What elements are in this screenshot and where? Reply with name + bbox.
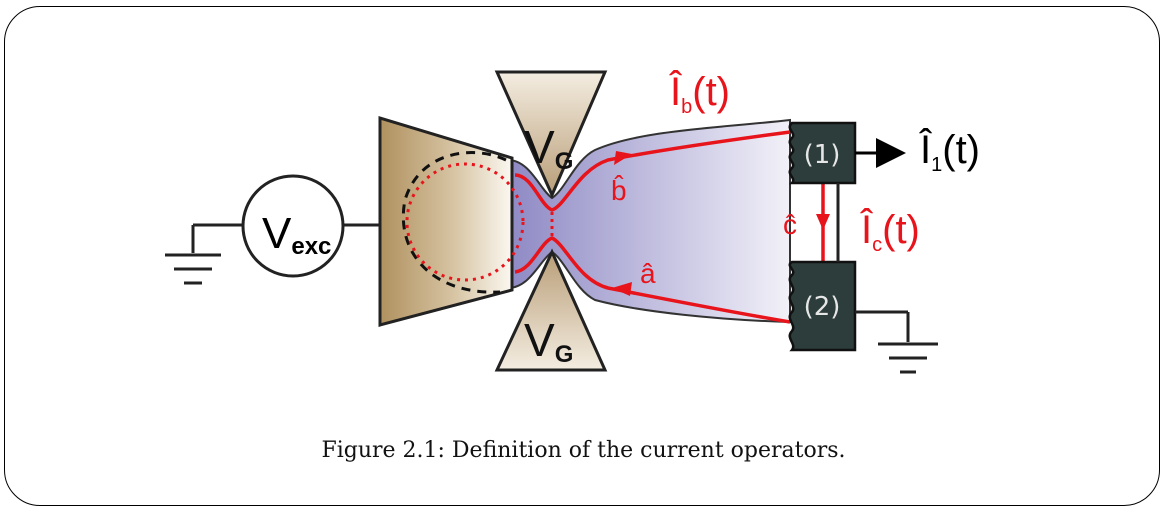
source-reservoir (378, 115, 514, 327)
gate-bottom (494, 248, 608, 372)
label-Ic: Îc(t) (860, 207, 920, 256)
edge-channel-b (514, 130, 791, 212)
figure-caption: Figure 2.1: Definition of the current op… (321, 438, 846, 463)
ground-left (165, 223, 243, 285)
qpc-diagram: Vexc VG VG (1) (2) b̂ â ĉ Îb(t) Î (165, 69, 980, 374)
label-I1: Î1(t) (919, 127, 980, 176)
contact-1-label: (1) (804, 140, 841, 170)
edge-channel-a (514, 236, 791, 324)
contact-2: (2) (788, 260, 857, 352)
gate-top (494, 70, 608, 199)
label-c-hat: ĉ (783, 209, 797, 240)
dotted-circle (405, 162, 525, 282)
dashed-boundary (401, 151, 507, 294)
ground-right (855, 310, 938, 374)
arrow-b (614, 151, 632, 165)
label-Ib: Îb(t) (669, 69, 730, 118)
label-a-hat: â (640, 258, 656, 289)
arrow-c (816, 214, 830, 230)
contact-1: (1) (788, 121, 857, 185)
source-label: Vexc (262, 209, 331, 260)
gate-top-label: VG (524, 121, 573, 175)
contact-2-label: (2) (804, 292, 841, 322)
arrow-a (612, 282, 632, 296)
voltage-source (241, 174, 345, 278)
gate-bottom-label: VG (524, 314, 573, 368)
label-b-hat: b̂ (611, 175, 627, 206)
